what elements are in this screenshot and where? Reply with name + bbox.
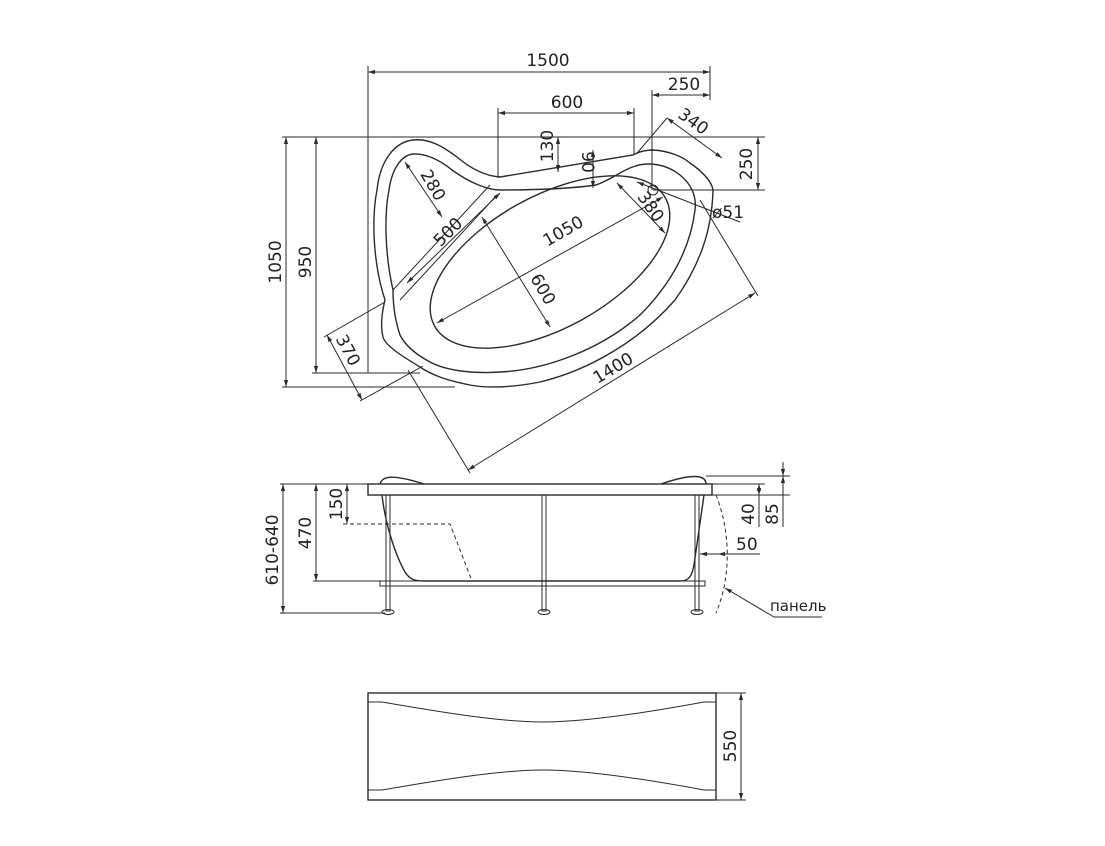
dim-label-85: 85	[763, 503, 783, 525]
panel-top-curve	[368, 701, 716, 723]
seat-hidden-line	[343, 523, 473, 582]
dim-label-130: 130	[538, 130, 558, 162]
front-panel-view: 550	[367, 692, 746, 801]
dim-ext-370-bottom	[359, 365, 424, 402]
plan-view: 1500 250 600 130 90 340 250 1050 950 280…	[266, 51, 765, 474]
drain-leader-line	[636, 181, 741, 223]
dim-label-600-shelf: 600	[551, 93, 583, 113]
dim-label-500: 500	[430, 214, 467, 251]
frame-leg-right	[694, 494, 700, 612]
panel-hidden-arc	[715, 494, 728, 614]
left-headrest-bump	[379, 476, 425, 485]
frame-leg-left	[385, 494, 391, 612]
dim-label-90: 90	[577, 151, 597, 173]
dim-label-1500: 1500	[526, 51, 569, 71]
dim-label-950: 950	[296, 246, 316, 278]
dim-label-1400: 1400	[590, 349, 637, 388]
dim-label-610-640: 610-640	[263, 514, 283, 585]
frame-leg-middle	[541, 494, 547, 612]
dim-label-150: 150	[327, 488, 347, 520]
frame-legs	[381, 494, 704, 615]
tub-body	[381, 494, 705, 582]
dim-label-250-right: 250	[737, 148, 757, 180]
dim-line-380	[616, 182, 666, 234]
leg-foot-left	[381, 609, 395, 615]
tub-bowl	[429, 175, 671, 349]
dim-ext-1400-right	[699, 199, 759, 297]
dim-ext-1400-left	[407, 369, 471, 474]
dim-label-470: 470	[296, 517, 316, 549]
tub-rim	[367, 483, 713, 496]
side-view: панель 610-640 470 150 40 85 50	[263, 462, 826, 618]
dim-line-370	[326, 334, 363, 401]
dim-label-drain-diameter: ø51	[712, 203, 744, 223]
dim-line-340	[666, 117, 723, 159]
dim-label-600-bowl: 600	[526, 270, 560, 308]
dim-label-50: 50	[736, 535, 758, 555]
dim-line-1400	[467, 292, 756, 471]
tub-inner-rim	[385, 153, 697, 374]
dim-label-40: 40	[739, 503, 759, 525]
dim-label-1050-depth: 1050	[266, 240, 286, 283]
panel-bottom-curve	[368, 769, 716, 791]
panel-leader-line	[724, 587, 822, 618]
tub-outer-rim	[373, 139, 714, 388]
dim-ext-370-top	[323, 301, 386, 338]
dim-label-250-top: 250	[668, 75, 700, 95]
right-headrest-bump	[660, 475, 707, 485]
dim-label-550: 550	[721, 730, 741, 762]
headrest-ridge-2	[399, 194, 498, 301]
front-panel-outline	[367, 692, 717, 801]
leg-foot-right	[690, 609, 704, 615]
dim-label-1050-bowl: 1050	[540, 212, 587, 251]
dim-line-1050-bowl	[436, 196, 664, 324]
dim-ext-340	[637, 117, 668, 153]
dim-label-340: 340	[674, 104, 712, 139]
leg-foot-middle	[537, 609, 551, 615]
panel-label: панель	[770, 597, 826, 615]
